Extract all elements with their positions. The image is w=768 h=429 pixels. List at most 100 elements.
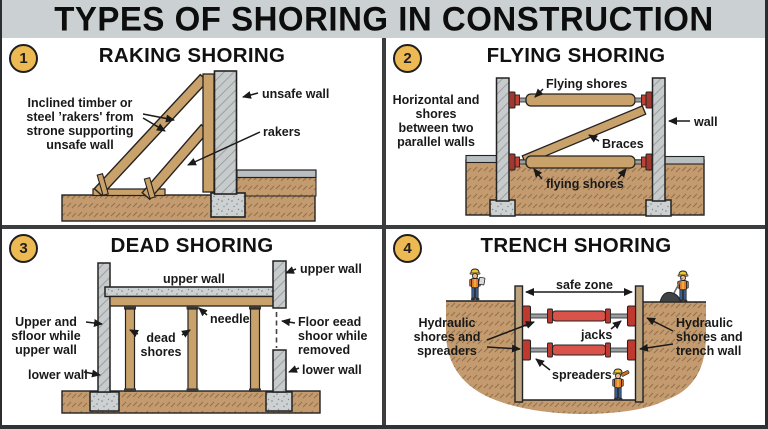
label-dead-shores: dead shores xyxy=(140,331,182,359)
raking-shoring-diagram xyxy=(61,70,317,222)
trench-sheet-left xyxy=(514,285,524,403)
jack-collar xyxy=(605,308,611,324)
post-base xyxy=(124,388,136,392)
panel-2-title: FLYING SHORING xyxy=(486,44,666,67)
label-jacks: jacks xyxy=(581,328,613,342)
dirt-mound xyxy=(659,291,682,303)
shore-collar xyxy=(641,94,647,106)
arrow xyxy=(83,369,101,378)
wall-left xyxy=(495,77,510,202)
ground xyxy=(61,194,316,222)
label-lower-wall-left: lower wall xyxy=(28,368,88,382)
label-trench-note-left: Hydraulic shores and spreaders xyxy=(413,316,481,358)
arrow xyxy=(187,131,261,166)
arrow xyxy=(486,344,521,353)
photo-edge-right xyxy=(765,0,768,429)
label-trench-note-right: Hydraulic shores and trench wall xyxy=(676,316,743,358)
jack-plate xyxy=(521,339,532,361)
wall-plate xyxy=(202,73,215,193)
panel-3-title: DEAD SHORING xyxy=(110,234,274,257)
panel-flying-shoring: 2 FLYING SHORING xyxy=(384,38,768,228)
arrow xyxy=(534,88,544,98)
ground xyxy=(446,301,706,414)
arrow xyxy=(486,321,535,341)
shore-rod xyxy=(634,159,642,165)
hydraulic-jack-cylinder xyxy=(551,344,607,356)
panel-4-number-badge: 4 xyxy=(393,234,422,263)
shore-collar xyxy=(514,94,520,106)
panel-3-number-badge: 3 xyxy=(9,234,38,263)
arrow xyxy=(588,134,600,143)
arrow xyxy=(181,329,191,338)
soil-right xyxy=(236,176,317,197)
label-raking-note: Inclined timber or steel ’rakers' from s… xyxy=(26,96,134,152)
arrow xyxy=(535,358,551,371)
label-safe-zone: safe zone xyxy=(556,278,613,292)
label-wall: wall xyxy=(694,115,718,129)
shovel-icon xyxy=(672,277,683,296)
jack-collar xyxy=(547,308,553,324)
post-base xyxy=(249,388,261,392)
post-cap xyxy=(124,306,136,310)
jack-rod xyxy=(530,347,548,353)
hydraulic-jack-cylinder xyxy=(551,310,607,322)
label-upper-wall-right: upper wall xyxy=(300,262,362,276)
jack-plate xyxy=(626,339,637,361)
label-unsafe-wall: unsafe wall xyxy=(262,87,330,101)
jack-plate xyxy=(626,305,637,327)
post-cap xyxy=(186,306,199,310)
arrow xyxy=(617,168,627,180)
shore-bracket xyxy=(645,91,653,109)
label-needle: needle xyxy=(210,312,250,326)
wall-left xyxy=(97,262,111,393)
worker-arm xyxy=(620,370,630,377)
panel-dead-shoring: 3 DEAD SHORING xyxy=(0,228,384,429)
stake-left xyxy=(96,172,109,197)
unsafe-wall xyxy=(213,70,238,195)
arrow xyxy=(242,91,259,99)
arrow xyxy=(646,317,674,332)
jack-rod xyxy=(610,347,628,353)
floor-slab-right xyxy=(664,155,705,165)
main-title: TYPES OF SHORING IN CONSTRUCTION xyxy=(54,0,714,38)
panel-1-title: RAKING SHORING xyxy=(98,44,286,67)
arrow xyxy=(288,365,300,373)
sole-plate xyxy=(92,188,166,197)
trench-sheet-right xyxy=(634,285,644,403)
arrow xyxy=(129,329,139,338)
panel-1-number: 1 xyxy=(19,50,28,67)
post-cap xyxy=(249,306,261,310)
panel-raking-shoring: 1 RAKING SHORING Inclined timber or stee… xyxy=(0,38,384,228)
jack-collar xyxy=(605,342,611,358)
dead-shore-post xyxy=(187,308,198,390)
footing-right xyxy=(645,199,672,217)
flying-shore-bottom-beam xyxy=(525,155,636,169)
arrow xyxy=(610,320,622,330)
label-flying-note: Horizontal and shores between two parall… xyxy=(392,93,480,149)
flying-shoring-diagram xyxy=(465,77,705,217)
arrow xyxy=(285,266,297,274)
footing-left xyxy=(89,391,120,412)
wall-footing xyxy=(210,192,246,218)
arrow xyxy=(281,318,296,327)
panel-1-number-badge: 1 xyxy=(9,44,38,73)
horizontal-divider xyxy=(0,225,768,229)
upper-wall-right xyxy=(272,260,287,309)
dead-shore-post xyxy=(124,308,136,390)
floor-slab-left xyxy=(465,154,498,164)
post-base xyxy=(186,388,199,392)
arrow xyxy=(142,113,175,123)
panel-4-title: TRENCH SHORING xyxy=(480,234,672,257)
arrow xyxy=(198,307,208,317)
worker-icon xyxy=(469,268,481,301)
upper-wall-slab xyxy=(104,286,279,298)
photo-edge-left xyxy=(0,0,2,429)
arrow xyxy=(533,168,543,180)
arrow xyxy=(639,343,674,352)
panel-2-number-badge: 2 xyxy=(393,44,422,73)
lower-wall-right xyxy=(272,349,287,393)
floor-slab-right xyxy=(236,169,317,179)
label-spreaders: spreaders xyxy=(552,368,612,382)
photo-edge-bottom xyxy=(0,425,768,429)
